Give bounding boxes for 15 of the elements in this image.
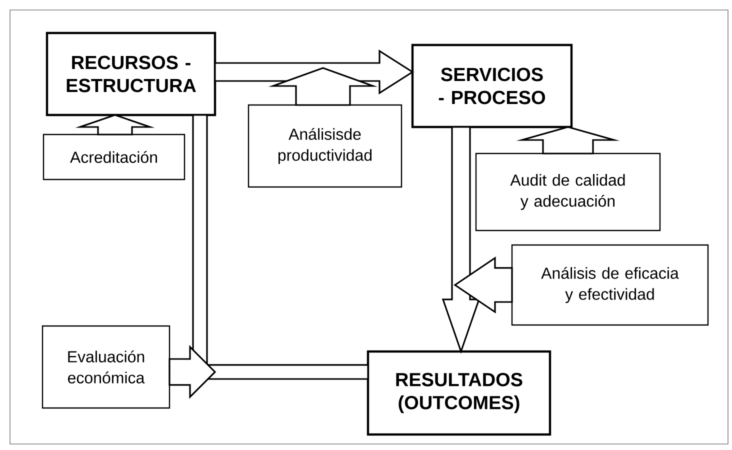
- callout-box: Análisis de eficacia y efectividad: [511, 244, 709, 326]
- double-line-connector: [192, 114, 369, 380]
- block-arrow: [516, 126, 620, 154]
- callout-box: Evaluación económica: [42, 325, 170, 409]
- callout-box: Audit de calidad y adecuación: [475, 152, 661, 232]
- block-arrow: [454, 256, 513, 314]
- block-arrow: [268, 67, 378, 106]
- process-box: RECURSOS - ESTRUCTURA: [46, 32, 216, 116]
- process-box: RESULTADOS (OUTCOMES): [366, 350, 552, 436]
- callout-box: Análisisde productividad: [248, 104, 402, 188]
- block-arrow: [168, 345, 216, 399]
- block-arrow: [442, 126, 480, 354]
- process-box: SERVICIOS - PROCESO: [411, 44, 573, 128]
- block-arrow: [75, 114, 155, 136]
- callout-box: Acreditación: [42, 134, 186, 180]
